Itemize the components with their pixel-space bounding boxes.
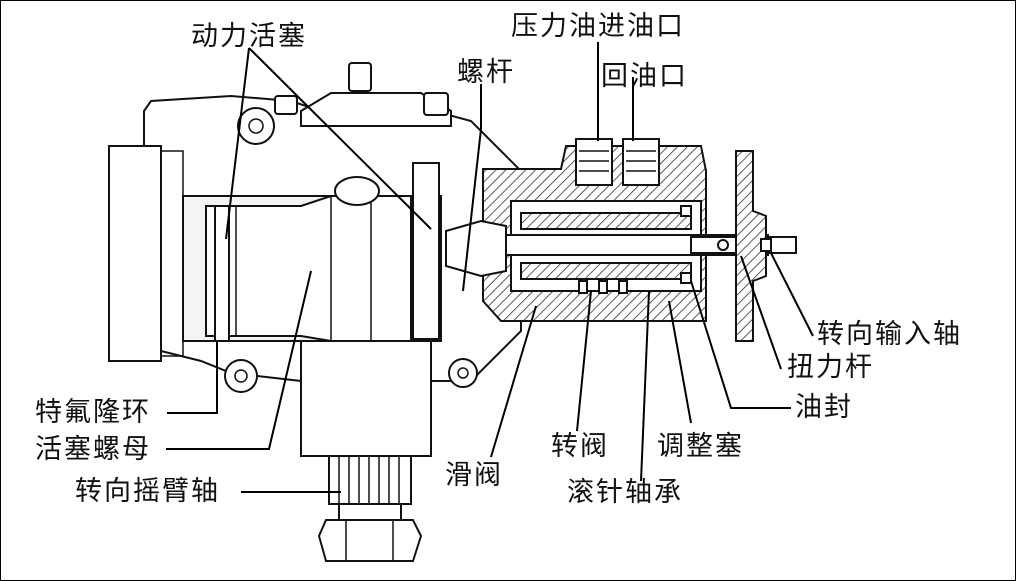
label-torsion-bar: 扭力杆 <box>787 352 874 383</box>
top-cover <box>300 92 452 127</box>
label-rotary-valve: 转阀 <box>551 431 609 462</box>
label-adjust-plug: 调整塞 <box>657 431 744 462</box>
valve-seal-rings <box>578 205 692 294</box>
label-power-piston: 动力活塞 <box>191 21 307 52</box>
label-piston-nut: 活塞螺母 <box>35 434 151 465</box>
label-needle-bearing: 滚针轴承 <box>567 477 683 508</box>
label-input-shaft: 转向输入轴 <box>817 319 962 350</box>
label-screw: 螺杆 <box>457 57 515 88</box>
pitman-shaft <box>317 455 423 562</box>
input-flange <box>735 150 767 342</box>
label-pitman-shaft: 转向摇臂轴 <box>75 476 220 507</box>
leader-lines <box>166 42 814 493</box>
mount-boss <box>224 359 258 393</box>
teflon-ring <box>214 205 230 342</box>
end-cover <box>108 145 162 362</box>
label-return-port: 回油口 <box>601 61 688 92</box>
label-oil-seal: 油封 <box>795 392 853 423</box>
label-spool-valve: 滑阀 <box>445 460 503 491</box>
oil-ports <box>575 138 660 186</box>
mount-boss <box>448 358 478 388</box>
screw-end-plate <box>412 162 440 340</box>
sector-housing <box>300 340 432 457</box>
mount-boss <box>237 107 275 145</box>
label-pressure-inlet: 压力油进油口 <box>511 11 685 42</box>
worm-screw <box>445 219 507 278</box>
label-teflon-ring: 特氟隆环 <box>35 397 151 428</box>
top-bolts <box>274 62 449 116</box>
